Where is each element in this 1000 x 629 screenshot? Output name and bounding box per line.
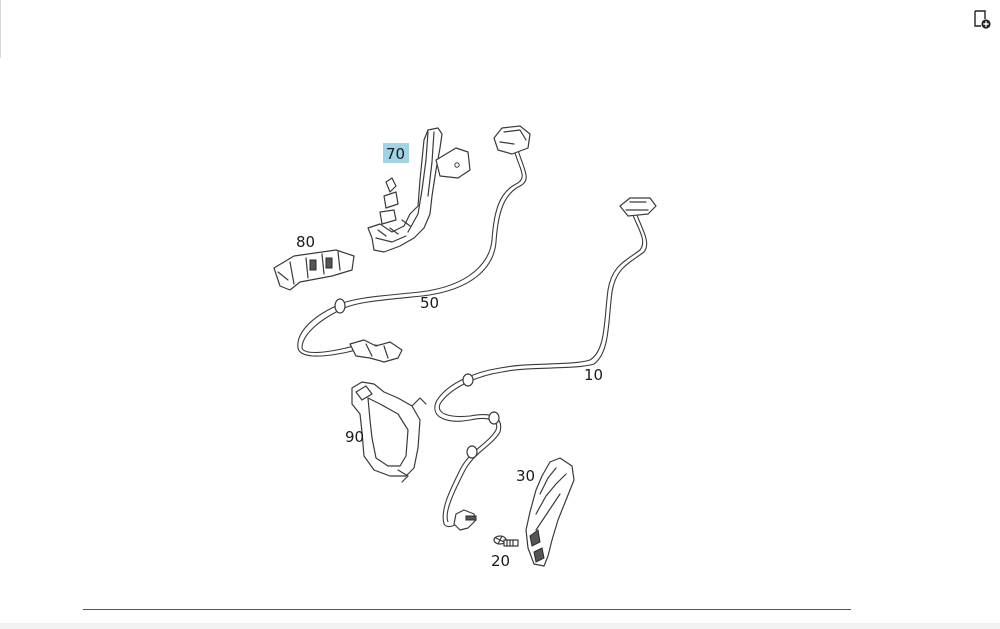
part-10-cable[interactable]: [434, 197, 657, 531]
callout-70-label: 70: [386, 145, 405, 163]
callout-70-highlight: [383, 143, 409, 163]
callout-80-label: 80: [296, 233, 315, 251]
callout-20[interactable]: 20: [491, 552, 510, 570]
callout-20-label: 20: [491, 552, 510, 570]
callout-80[interactable]: 80: [296, 233, 315, 251]
callout-10-label: 10: [584, 366, 603, 384]
left-edge-divider: [0, 0, 1, 58]
callout-50-label: 50: [420, 294, 439, 312]
callout-70[interactable]: 70: [383, 143, 409, 163]
callout-30-label: 30: [516, 467, 535, 485]
part-70-bracket[interactable]: [367, 127, 471, 253]
callout-90[interactable]: 90: [345, 428, 364, 446]
part-30-cover[interactable]: [525, 457, 575, 567]
part-80-holder[interactable]: [273, 249, 355, 291]
add-to-list-button[interactable]: [970, 8, 992, 30]
footer-band: [0, 623, 1000, 629]
page-add-icon: [974, 10, 991, 29]
callout-90-label: 90: [345, 428, 364, 446]
part-50-cable[interactable]: [297, 125, 531, 363]
callout-30[interactable]: 30: [516, 467, 535, 485]
part-20-screw[interactable]: [493, 535, 519, 547]
callout-10[interactable]: 10: [584, 366, 603, 384]
bottom-divider: [83, 609, 851, 610]
callout-50[interactable]: 50: [420, 294, 439, 312]
part-90-holder[interactable]: [351, 381, 427, 483]
